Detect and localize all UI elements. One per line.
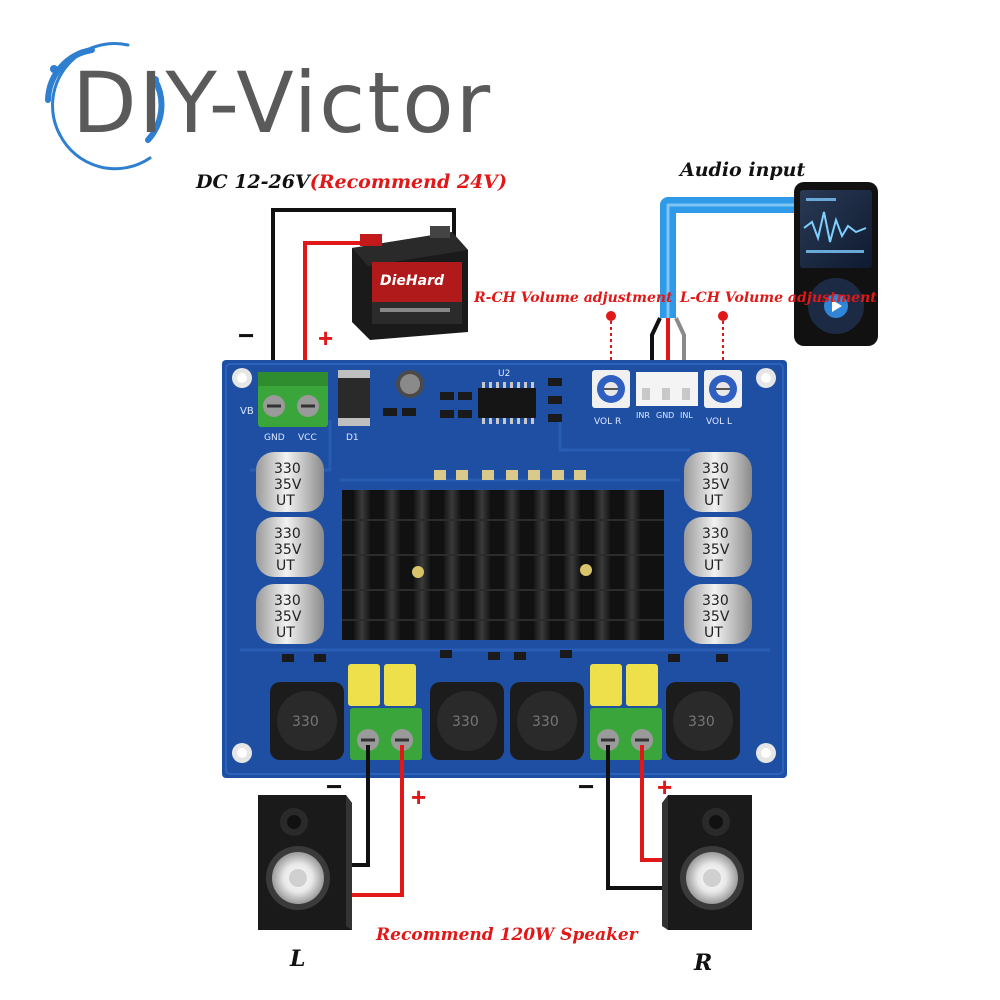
- logo-circle-icon: [45, 42, 165, 171]
- music-player-icon: [794, 182, 878, 346]
- right-speaker-terminal: [590, 708, 662, 760]
- inductor-2: 330: [430, 682, 504, 760]
- r-volume-potentiometer[interactable]: [592, 370, 630, 408]
- capacitor-right-2: 330 35V UT: [684, 517, 752, 577]
- l-volume-potentiometer[interactable]: [704, 370, 742, 408]
- battery-brand: DieHard: [380, 273, 445, 289]
- silk-d1: D1: [346, 433, 359, 443]
- battery-icon: DieHard: [352, 226, 468, 340]
- svg-text:35V: 35V: [702, 609, 730, 625]
- silk-in-gnd: GND: [656, 411, 674, 420]
- svg-text:330: 330: [274, 461, 301, 477]
- amplifier-ic: [478, 382, 536, 424]
- audio-input-label: Audio input: [678, 159, 805, 181]
- svg-text:330: 330: [702, 593, 729, 609]
- diode: [338, 370, 370, 426]
- svg-text:330: 330: [274, 526, 301, 542]
- left-speaker-terminal: [350, 708, 422, 760]
- l-ch-volume-label: L-CH Volume adjustment: [679, 290, 877, 306]
- silk-vol-r: VOL R: [594, 417, 621, 427]
- audio-input-connector: [636, 372, 698, 406]
- svg-text:UT: UT: [276, 558, 295, 574]
- power-plus-sign: +: [318, 323, 333, 353]
- svg-text:UT: UT: [704, 625, 723, 641]
- power-voltage-label: DC 12-26V: [195, 171, 312, 193]
- heatsink: [342, 490, 664, 640]
- film-capacitors-right: [590, 664, 658, 706]
- silk-vb: VB: [240, 406, 254, 417]
- audio-cable: [660, 197, 808, 318]
- right-speaker-icon: [662, 795, 752, 930]
- svg-text:35V: 35V: [274, 477, 302, 493]
- right-channel-label: R: [693, 950, 712, 976]
- mounting-holes: [232, 368, 776, 763]
- right-plus-sign: +: [657, 772, 672, 802]
- capacitor-right-3: 330 35V UT: [684, 584, 752, 644]
- smd-resistors: [383, 378, 562, 422]
- svg-text:35V: 35V: [702, 477, 730, 493]
- svg-text:330: 330: [688, 714, 715, 730]
- smd-capacitor-row: [434, 470, 586, 480]
- amplifier-board: VB GND VCC D1 U2: [222, 360, 787, 778]
- inductor-4: 330: [666, 682, 740, 760]
- power-minus-sign: −: [238, 320, 254, 351]
- capacitor-left-1: 330 35V UT: [256, 452, 324, 512]
- svg-text:35V: 35V: [274, 609, 302, 625]
- right-minus-sign: −: [578, 771, 594, 802]
- capacitor-left-2: 330 35V UT: [256, 517, 324, 577]
- silk-inr: INR: [636, 411, 650, 420]
- left-speaker-icon: [258, 795, 352, 930]
- svg-text:UT: UT: [276, 625, 295, 641]
- svg-text:330: 330: [292, 714, 319, 730]
- silk-inl: INL: [680, 411, 693, 420]
- small-electrolytic: [396, 370, 424, 398]
- power-wires: [271, 208, 456, 395]
- svg-text:330: 330: [532, 714, 559, 730]
- left-speaker-wires: [345, 745, 404, 897]
- svg-text:UT: UT: [704, 558, 723, 574]
- svg-text:35V: 35V: [274, 542, 302, 558]
- left-plus-sign: +: [411, 782, 426, 812]
- svg-text:330: 330: [702, 526, 729, 542]
- brand-name: DIY-Victor: [72, 54, 492, 152]
- r-ch-pointer: [606, 311, 616, 378]
- silk-gnd: GND: [264, 433, 285, 443]
- svg-text:35V: 35V: [702, 542, 730, 558]
- capacitor-left-3: 330 35V UT: [256, 584, 324, 644]
- svg-text:330: 330: [274, 593, 301, 609]
- silk-vol-l: VOL L: [706, 417, 732, 427]
- svg-text:330: 330: [702, 461, 729, 477]
- silk-vcc: VCC: [298, 433, 317, 443]
- capacitor-right-1: 330 35V UT: [684, 452, 752, 512]
- silk-u2: U2: [498, 369, 510, 379]
- film-capacitors-left: [348, 664, 416, 706]
- power-recommend-label: (Recommend 24V): [310, 171, 507, 193]
- l-ch-pointer: [718, 311, 728, 378]
- brand-logo: DIY-Victor: [45, 42, 492, 171]
- power-terminal-block: [258, 372, 328, 427]
- r-ch-volume-label: R-CH Volume adjustment: [473, 290, 673, 306]
- left-minus-sign: −: [326, 771, 342, 802]
- speaker-recommend-label: Recommend 120W Speaker: [375, 925, 639, 945]
- left-channel-label: L: [289, 946, 305, 972]
- inductor-3: 330: [510, 682, 584, 760]
- smd-bottom-row: [282, 650, 728, 662]
- inductor-1: 330: [270, 682, 344, 760]
- right-speaker-wires: [606, 745, 668, 890]
- svg-text:UT: UT: [276, 493, 295, 509]
- svg-text:UT: UT: [704, 493, 723, 509]
- power-label: DC 12-26V(Recommend 24V): [195, 171, 507, 193]
- svg-text:330: 330: [452, 714, 479, 730]
